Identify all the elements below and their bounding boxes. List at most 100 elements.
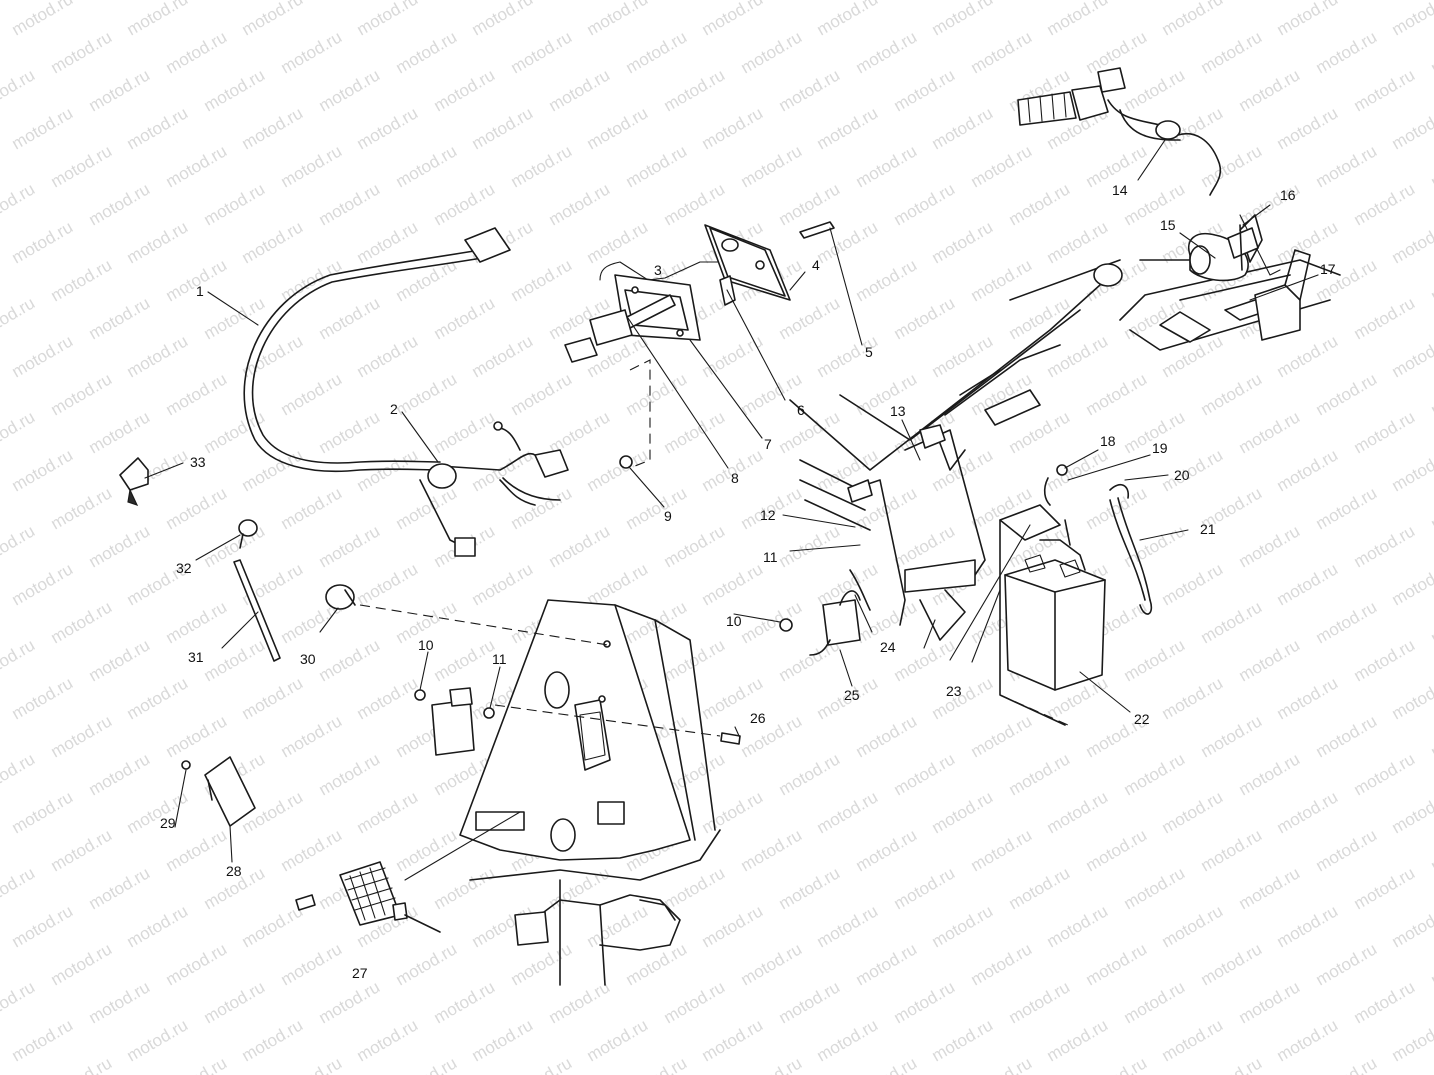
watermark-text: motod.ru — [738, 939, 806, 989]
watermark-text: motod.ru — [776, 977, 844, 1027]
watermark-text: motod.ru — [891, 0, 959, 1]
watermark-text: motod.ru — [661, 407, 729, 457]
watermark-text: motod.ru — [1274, 0, 1342, 39]
watermark-text: motod.ru — [661, 863, 729, 913]
watermark-text: motod.ru — [623, 141, 691, 191]
watermark-text: motod.ru — [1198, 939, 1266, 989]
watermark-text: motod.ru — [699, 103, 767, 153]
watermark-text: motod.ru — [853, 1053, 921, 1075]
watermark-text: motod.ru — [163, 369, 231, 419]
part-1-wiring-harness — [243, 227, 569, 557]
watermark-text: motod.ru — [1313, 141, 1381, 191]
watermark-text: motod.ru — [1313, 27, 1381, 77]
watermark-text: motod.ru — [48, 141, 116, 191]
watermark-text: motod.ru — [661, 179, 729, 229]
watermark-text: motod.ru — [1428, 483, 1434, 533]
watermark-text: motod.ru — [239, 103, 307, 153]
watermark-text: motod.ru — [1121, 863, 1189, 913]
watermark-text: motod.ru — [584, 445, 652, 495]
part-14-handlebar-switch — [1017, 67, 1222, 196]
watermark-text: motod.ru — [1083, 483, 1151, 533]
watermark-text: motod.ru — [738, 597, 806, 647]
watermark-text: motod.ru — [124, 103, 192, 153]
watermark-text: motod.ru — [1121, 749, 1189, 799]
watermark-text: motod.ru — [239, 901, 307, 951]
part-30-connector — [325, 584, 356, 610]
watermark-text: motod.ru — [584, 103, 652, 153]
watermark-text: motod.ru — [738, 711, 806, 761]
watermark-text: motod.ru — [1044, 217, 1112, 267]
watermark-text: motod.ru — [124, 673, 192, 723]
watermark-text: motod.ru — [431, 977, 499, 1027]
watermark-text: motod.ru — [163, 939, 231, 989]
watermark-text: motod.ru — [738, 369, 806, 419]
watermark-text: motod.ru — [1198, 1053, 1266, 1075]
watermark-text: motod.ru — [1389, 673, 1434, 723]
watermark-text: motod.ru — [853, 369, 921, 419]
callout-2: 2 — [390, 401, 398, 417]
callout-14: 14 — [1112, 182, 1128, 198]
watermark-text: motod.ru — [853, 141, 921, 191]
watermark-text: motod.ru — [1274, 1015, 1342, 1065]
part-15-horn — [1188, 214, 1281, 282]
frame-outline — [459, 249, 1341, 986]
watermark-text: motod.ru — [239, 673, 307, 723]
watermark-text: motod.ru — [508, 1053, 576, 1075]
watermark-text: motod.ru — [163, 711, 231, 761]
watermark-text: motod.ru — [163, 597, 231, 647]
callout-8: 8 — [731, 470, 739, 486]
watermark-text: motod.ru — [278, 711, 346, 761]
watermark-text: motod.ru — [239, 331, 307, 381]
watermark-text: motod.ru — [163, 483, 231, 533]
watermark-text: motod.ru — [1236, 749, 1304, 799]
watermark-text: motod.ru — [1313, 1053, 1381, 1075]
watermark-text: motod.ru — [968, 825, 1036, 875]
watermark-text: motod.ru — [1006, 0, 1074, 1]
watermark-text: motod.ru — [1274, 445, 1342, 495]
watermark-text: motod.ru — [316, 407, 384, 457]
watermark-text: motod.ru — [968, 27, 1036, 77]
watermark-text: motod.ru — [239, 217, 307, 267]
watermark-text: motod.ru — [0, 407, 38, 457]
watermark-text: motod.ru — [1389, 103, 1434, 153]
watermark-text: motod.ru — [1351, 635, 1419, 685]
watermark-text: motod.ru — [163, 27, 231, 77]
watermark-text: motod.ru — [1006, 863, 1074, 913]
callout-28: 28 — [226, 863, 242, 879]
watermark-text: motod.ru — [1121, 65, 1189, 115]
watermark-text: motod.ru — [239, 0, 307, 39]
watermark-text: motod.ru — [776, 293, 844, 343]
watermark-text: motod.ru — [508, 27, 576, 77]
watermark-text: motod.ru — [1006, 179, 1074, 229]
watermark-text: motod.ru — [584, 559, 652, 609]
watermark-text: motod.ru — [776, 65, 844, 115]
watermark-text: motod.ru — [0, 521, 38, 571]
watermark-text: motod.ru — [1389, 217, 1434, 267]
watermark-text: motod.ru — [86, 521, 154, 571]
watermark-text: motod.ru — [623, 1053, 691, 1075]
watermark-text: motod.ru — [1121, 0, 1189, 1]
watermark-text: motod.ru — [278, 141, 346, 191]
watermark-text: motod.ru — [239, 445, 307, 495]
watermark-text: motod.ru — [48, 711, 116, 761]
watermark-text: motod.ru — [929, 331, 997, 381]
watermark-text: motod.ru — [891, 635, 959, 685]
watermark-text: motod.ru — [201, 977, 269, 1027]
watermark-text: motod.ru — [1236, 0, 1304, 1]
part-33-clip — [119, 457, 149, 507]
watermark-text: motod.ru — [1159, 901, 1227, 951]
part-26-bolt — [720, 732, 741, 745]
callout-26: 26 — [750, 710, 766, 726]
watermark-text: motod.ru — [1044, 0, 1112, 39]
watermark-text: motod.ru — [968, 255, 1036, 305]
callout-3: 3 — [654, 262, 662, 278]
watermark-text: motod.ru — [469, 1015, 537, 1065]
watermark-text: motod.ru — [1389, 445, 1434, 495]
watermark-text: motod.ru — [853, 711, 921, 761]
watermark-text: motod.ru — [546, 0, 614, 1]
watermark-text: motod.ru — [278, 1053, 346, 1075]
watermark-text: motod.ru — [201, 293, 269, 343]
watermark-text: motod.ru — [699, 331, 767, 381]
watermark-text: motod.ru — [968, 939, 1036, 989]
